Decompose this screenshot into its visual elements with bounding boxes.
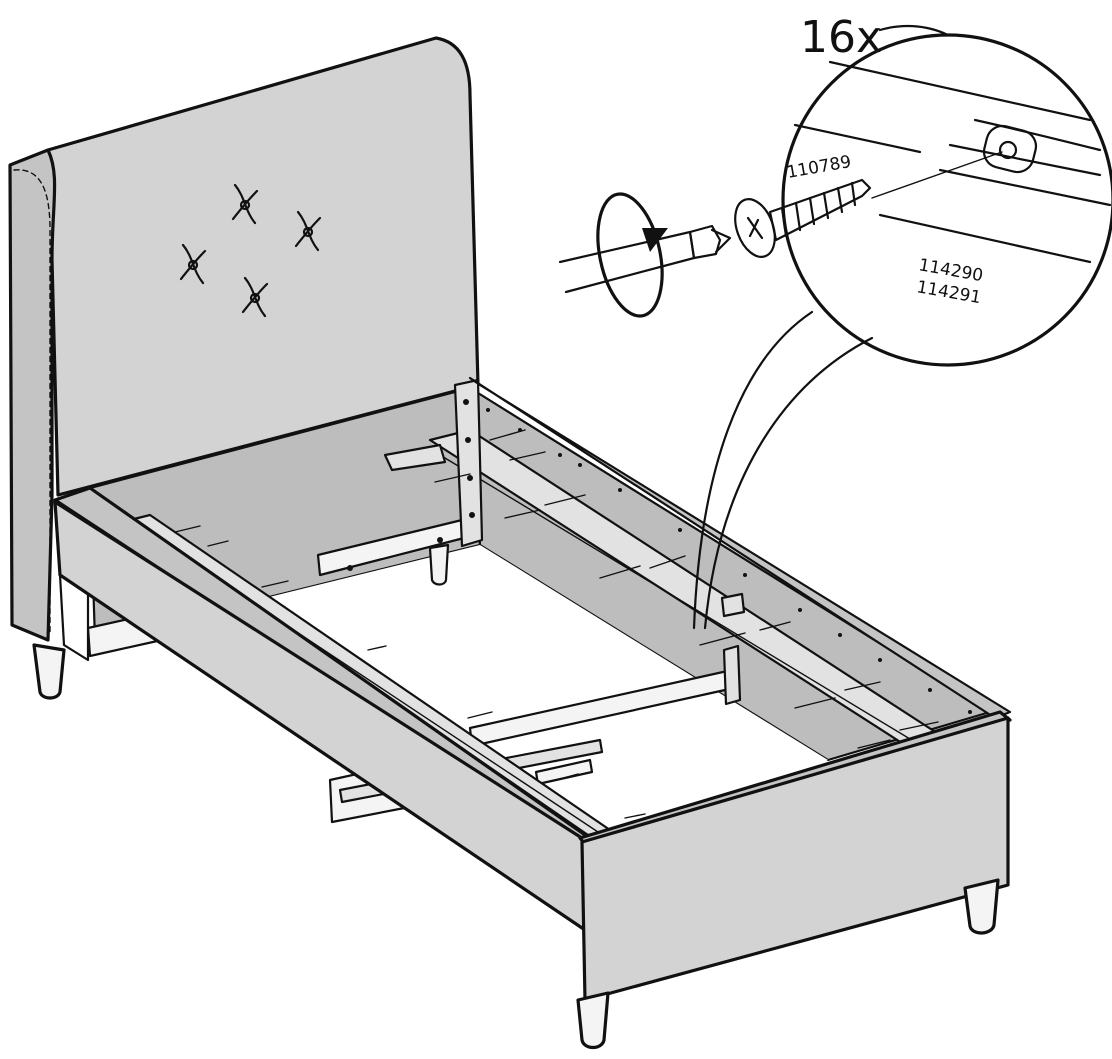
footboard xyxy=(468,376,1012,1050)
quantity-label: 16x xyxy=(800,12,882,63)
headboard xyxy=(8,36,480,700)
center-beam xyxy=(128,378,942,837)
tufted-buttons xyxy=(179,183,322,318)
frame-screws xyxy=(174,408,972,819)
rotate-clockwise-icon xyxy=(596,192,668,318)
screw-part-number: 110789 xyxy=(785,152,852,183)
detail-callout: 16x 110789 114290 114291 xyxy=(558,12,1112,630)
screwdriver-icon xyxy=(558,224,732,294)
slot-hole-icon xyxy=(982,124,1038,174)
screw-icon xyxy=(734,178,872,258)
